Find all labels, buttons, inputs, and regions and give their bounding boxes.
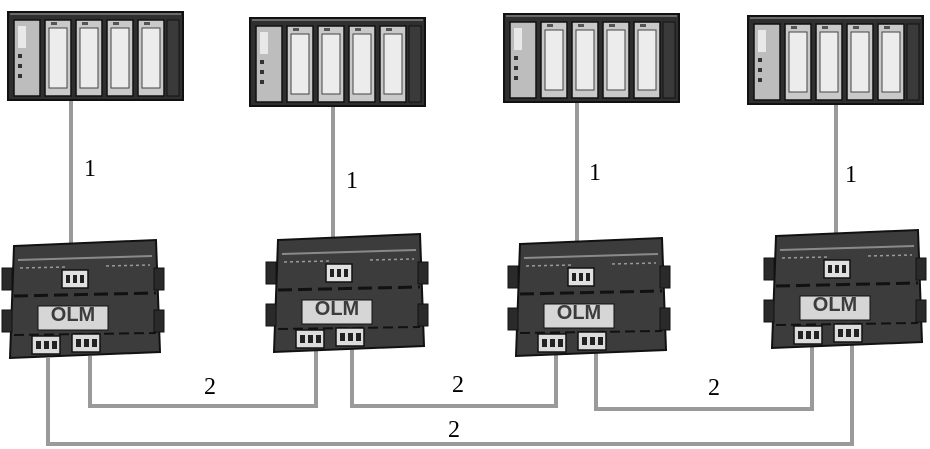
olm-module-1 (0, 238, 166, 360)
olm-module-3 (506, 236, 672, 358)
drop-label-4: 1 (845, 162, 857, 188)
drop-label-2: 1 (346, 168, 358, 194)
ring-label-outer: 2 (448, 417, 460, 443)
olm-label-1: OLM (51, 304, 95, 326)
plc-rack-4 (747, 15, 924, 105)
drop-label-3: 1 (589, 160, 601, 186)
plc-rack-2 (249, 17, 426, 107)
drop-label-1: 1 (84, 156, 96, 182)
olm-label-2: OLM (315, 298, 359, 320)
olm-label-4: OLM (813, 294, 857, 316)
plc-rack-3 (503, 13, 680, 103)
fiber-link-outer (46, 340, 854, 446)
fiber-link-3-4 (594, 344, 814, 411)
ring-label-1: 2 (204, 374, 216, 400)
olm-module-2 (264, 232, 430, 354)
olm-module-4 (762, 228, 928, 350)
olm-label-3: OLM (557, 302, 601, 324)
ring-label-3: 2 (708, 375, 720, 401)
plc-rack-1 (7, 11, 184, 101)
fiber-link-1-2 (88, 348, 318, 408)
ring-label-2: 2 (452, 372, 464, 398)
fiber-link-2-3 (350, 346, 558, 408)
